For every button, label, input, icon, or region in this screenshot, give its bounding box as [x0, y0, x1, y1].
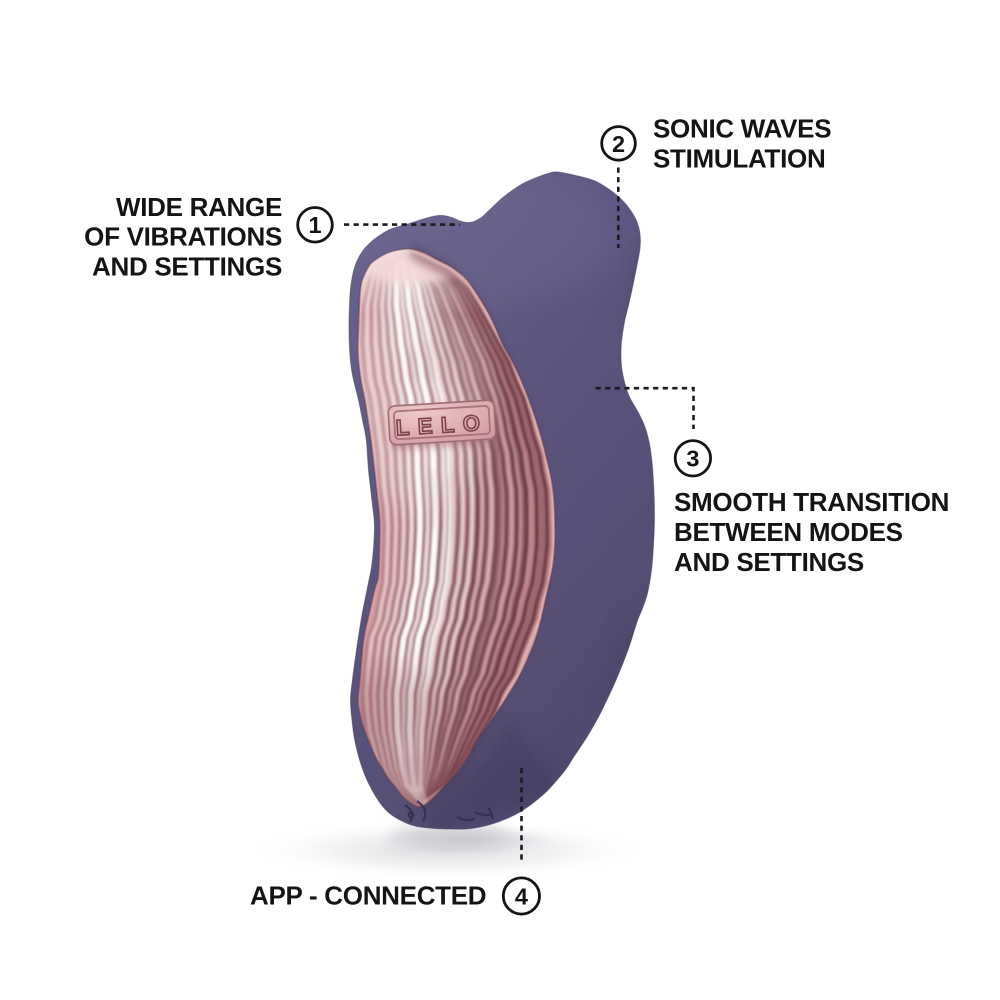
svg-text:4: 4 — [515, 883, 528, 909]
svg-text:APP - CONNECTED: APP - CONNECTED — [250, 881, 486, 911]
svg-text:AND SETTINGS: AND SETTINGS — [674, 547, 864, 577]
svg-text:AND SETTINGS: AND SETTINGS — [92, 251, 282, 281]
svg-text:3: 3 — [686, 446, 699, 472]
svg-text:1: 1 — [308, 212, 321, 238]
svg-text:STIMULATION: STIMULATION — [653, 143, 825, 173]
svg-text:SMOOTH TRANSITION: SMOOTH TRANSITION — [674, 487, 949, 517]
svg-text:WIDE RANGE: WIDE RANGE — [116, 192, 282, 222]
svg-text:OF VIBRATIONS: OF VIBRATIONS — [84, 222, 282, 252]
svg-text:2: 2 — [612, 131, 625, 157]
svg-text:BETWEEN MODES: BETWEEN MODES — [674, 517, 903, 547]
svg-text:SONIC WAVES: SONIC WAVES — [653, 114, 831, 144]
